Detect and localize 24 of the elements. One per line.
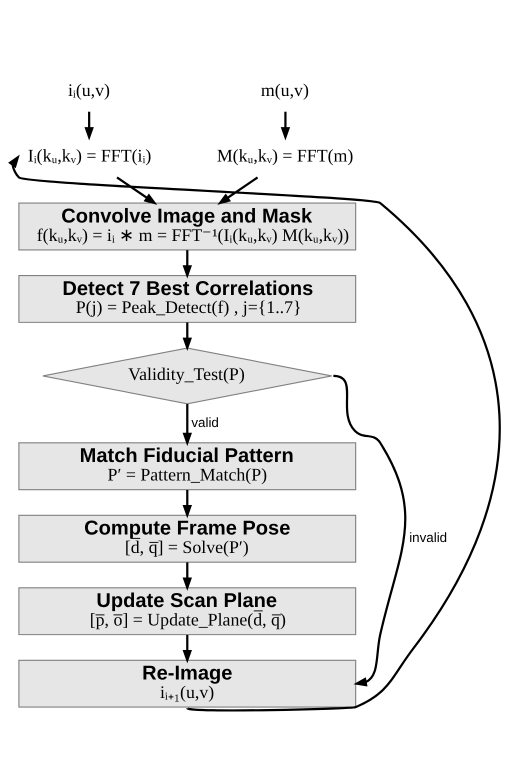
node-box: Update Scan Plane [p̅, o̅] = Update_Plane(d̅, q̅) xyxy=(18,586,356,635)
node-box: Compute Frame Pose [d̅, q̅] = Solve(P′) xyxy=(18,514,356,562)
node-text: Iᵢ(kᵤ,kᵥ) = FFT(iᵢ) xyxy=(28,145,152,166)
node-box: Detect 7 Best Correlations P(j) = Peak_Detect(f) , j={1..7} xyxy=(18,274,356,322)
node-box: Convolve Image and Mask f(kᵤ,kᵥ) = iᵢ ∗ m = FFT⁻¹(Iᵢ(kᵤ,kᵥ) M(kᵤ,kᵥ)) xyxy=(18,202,356,250)
node-text: M(kᵤ,kᵥ) = FFT(m) xyxy=(216,145,354,166)
arrow xyxy=(182,489,192,518)
arrow xyxy=(182,634,192,663)
node-box: Re-Image iᵢ₊₁(u,v) xyxy=(18,659,356,708)
arrow xyxy=(182,250,192,278)
arrow xyxy=(280,111,290,140)
node-text: m(u,v) xyxy=(260,79,309,100)
arrow xyxy=(182,562,192,590)
node-text: iᵢ(u,v) xyxy=(68,79,110,100)
arrow xyxy=(116,176,158,204)
arrow xyxy=(8,154,500,712)
arrow xyxy=(182,403,192,446)
arrow xyxy=(84,111,94,140)
node-box: Match Fiducial Pattern P′ = Pattern_Match(P) xyxy=(18,442,356,490)
edge-label: valid xyxy=(191,414,219,430)
node-diamond: Validity_Test(P) xyxy=(42,346,332,404)
edge-label: invalid xyxy=(409,530,448,545)
arrow xyxy=(217,176,258,204)
arrow xyxy=(182,322,192,350)
